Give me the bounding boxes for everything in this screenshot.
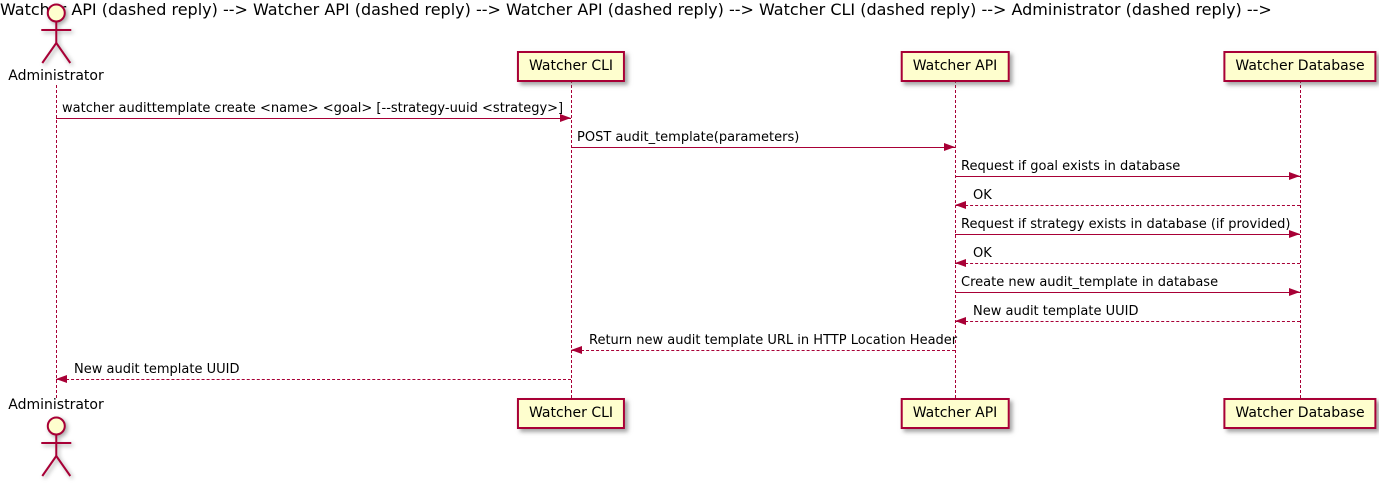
message-label: OK [973,246,992,261]
participant-watcher-api-top: Watcher API [900,51,1010,82]
message-arrow-line [955,176,1300,177]
arrowhead-left-icon [56,375,67,383]
message-label: OK [973,188,992,203]
actor-administrator-bottom: Administrator [8,397,104,478]
lifeline-watcher-cli [571,80,572,398]
actor-administrator-top: Administrator [8,3,104,84]
message-label: New audit template UUID [973,304,1139,319]
arrowhead-right-icon [944,143,955,151]
message-label: Request if goal exists in database [961,159,1181,174]
message-label: Request if strategy exists in database (… [961,217,1291,232]
arrowhead-right-icon [560,114,571,122]
message-label: watcher audittemplate create <name> <goa… [62,101,564,116]
message-arrow-line [955,263,1300,264]
message-arrow-line [955,234,1300,235]
actor-stick-figure-icon [41,3,71,64]
lifeline-watcher-api [955,80,956,398]
message-arrow-line [56,118,571,119]
actor-stick-figure-icon [41,416,71,477]
arrowhead-left-icon [571,346,582,354]
participant-watcher-database-top: Watcher Database [1223,51,1377,82]
message-arrow-line [56,379,571,380]
arrowhead-left-icon [955,201,966,209]
arrowhead-right-icon [1289,172,1300,180]
participant-watcher-cli-top: Watcher CLI [516,51,626,82]
message-arrow-line [955,292,1300,293]
message-label: Return new audit template URL in HTTP Lo… [589,333,958,348]
message-label: New audit template UUID [74,362,240,377]
arrowhead-left-icon [955,317,966,325]
lifeline-administrator [56,85,57,398]
arrowhead-left-icon [955,259,966,267]
participant-watcher-database-bottom: Watcher Database [1223,398,1377,429]
arrowhead-right-icon [1289,230,1300,238]
participant-watcher-cli-bottom: Watcher CLI [516,398,626,429]
message-arrow-line [955,321,1300,322]
lifeline-watcher-database [1300,80,1301,398]
arrowhead-right-icon [1289,288,1300,296]
message-label: Create new audit_template in database [961,275,1219,290]
message-label: POST audit_template(parameters) [577,130,800,145]
message-arrow-line [571,147,955,148]
participant-watcher-api-bottom: Watcher API [900,398,1010,429]
actor-label: Administrator [8,397,104,413]
message-arrow-line [571,350,955,351]
message-arrow-line [955,205,1300,206]
actor-label: Administrator [8,68,104,84]
